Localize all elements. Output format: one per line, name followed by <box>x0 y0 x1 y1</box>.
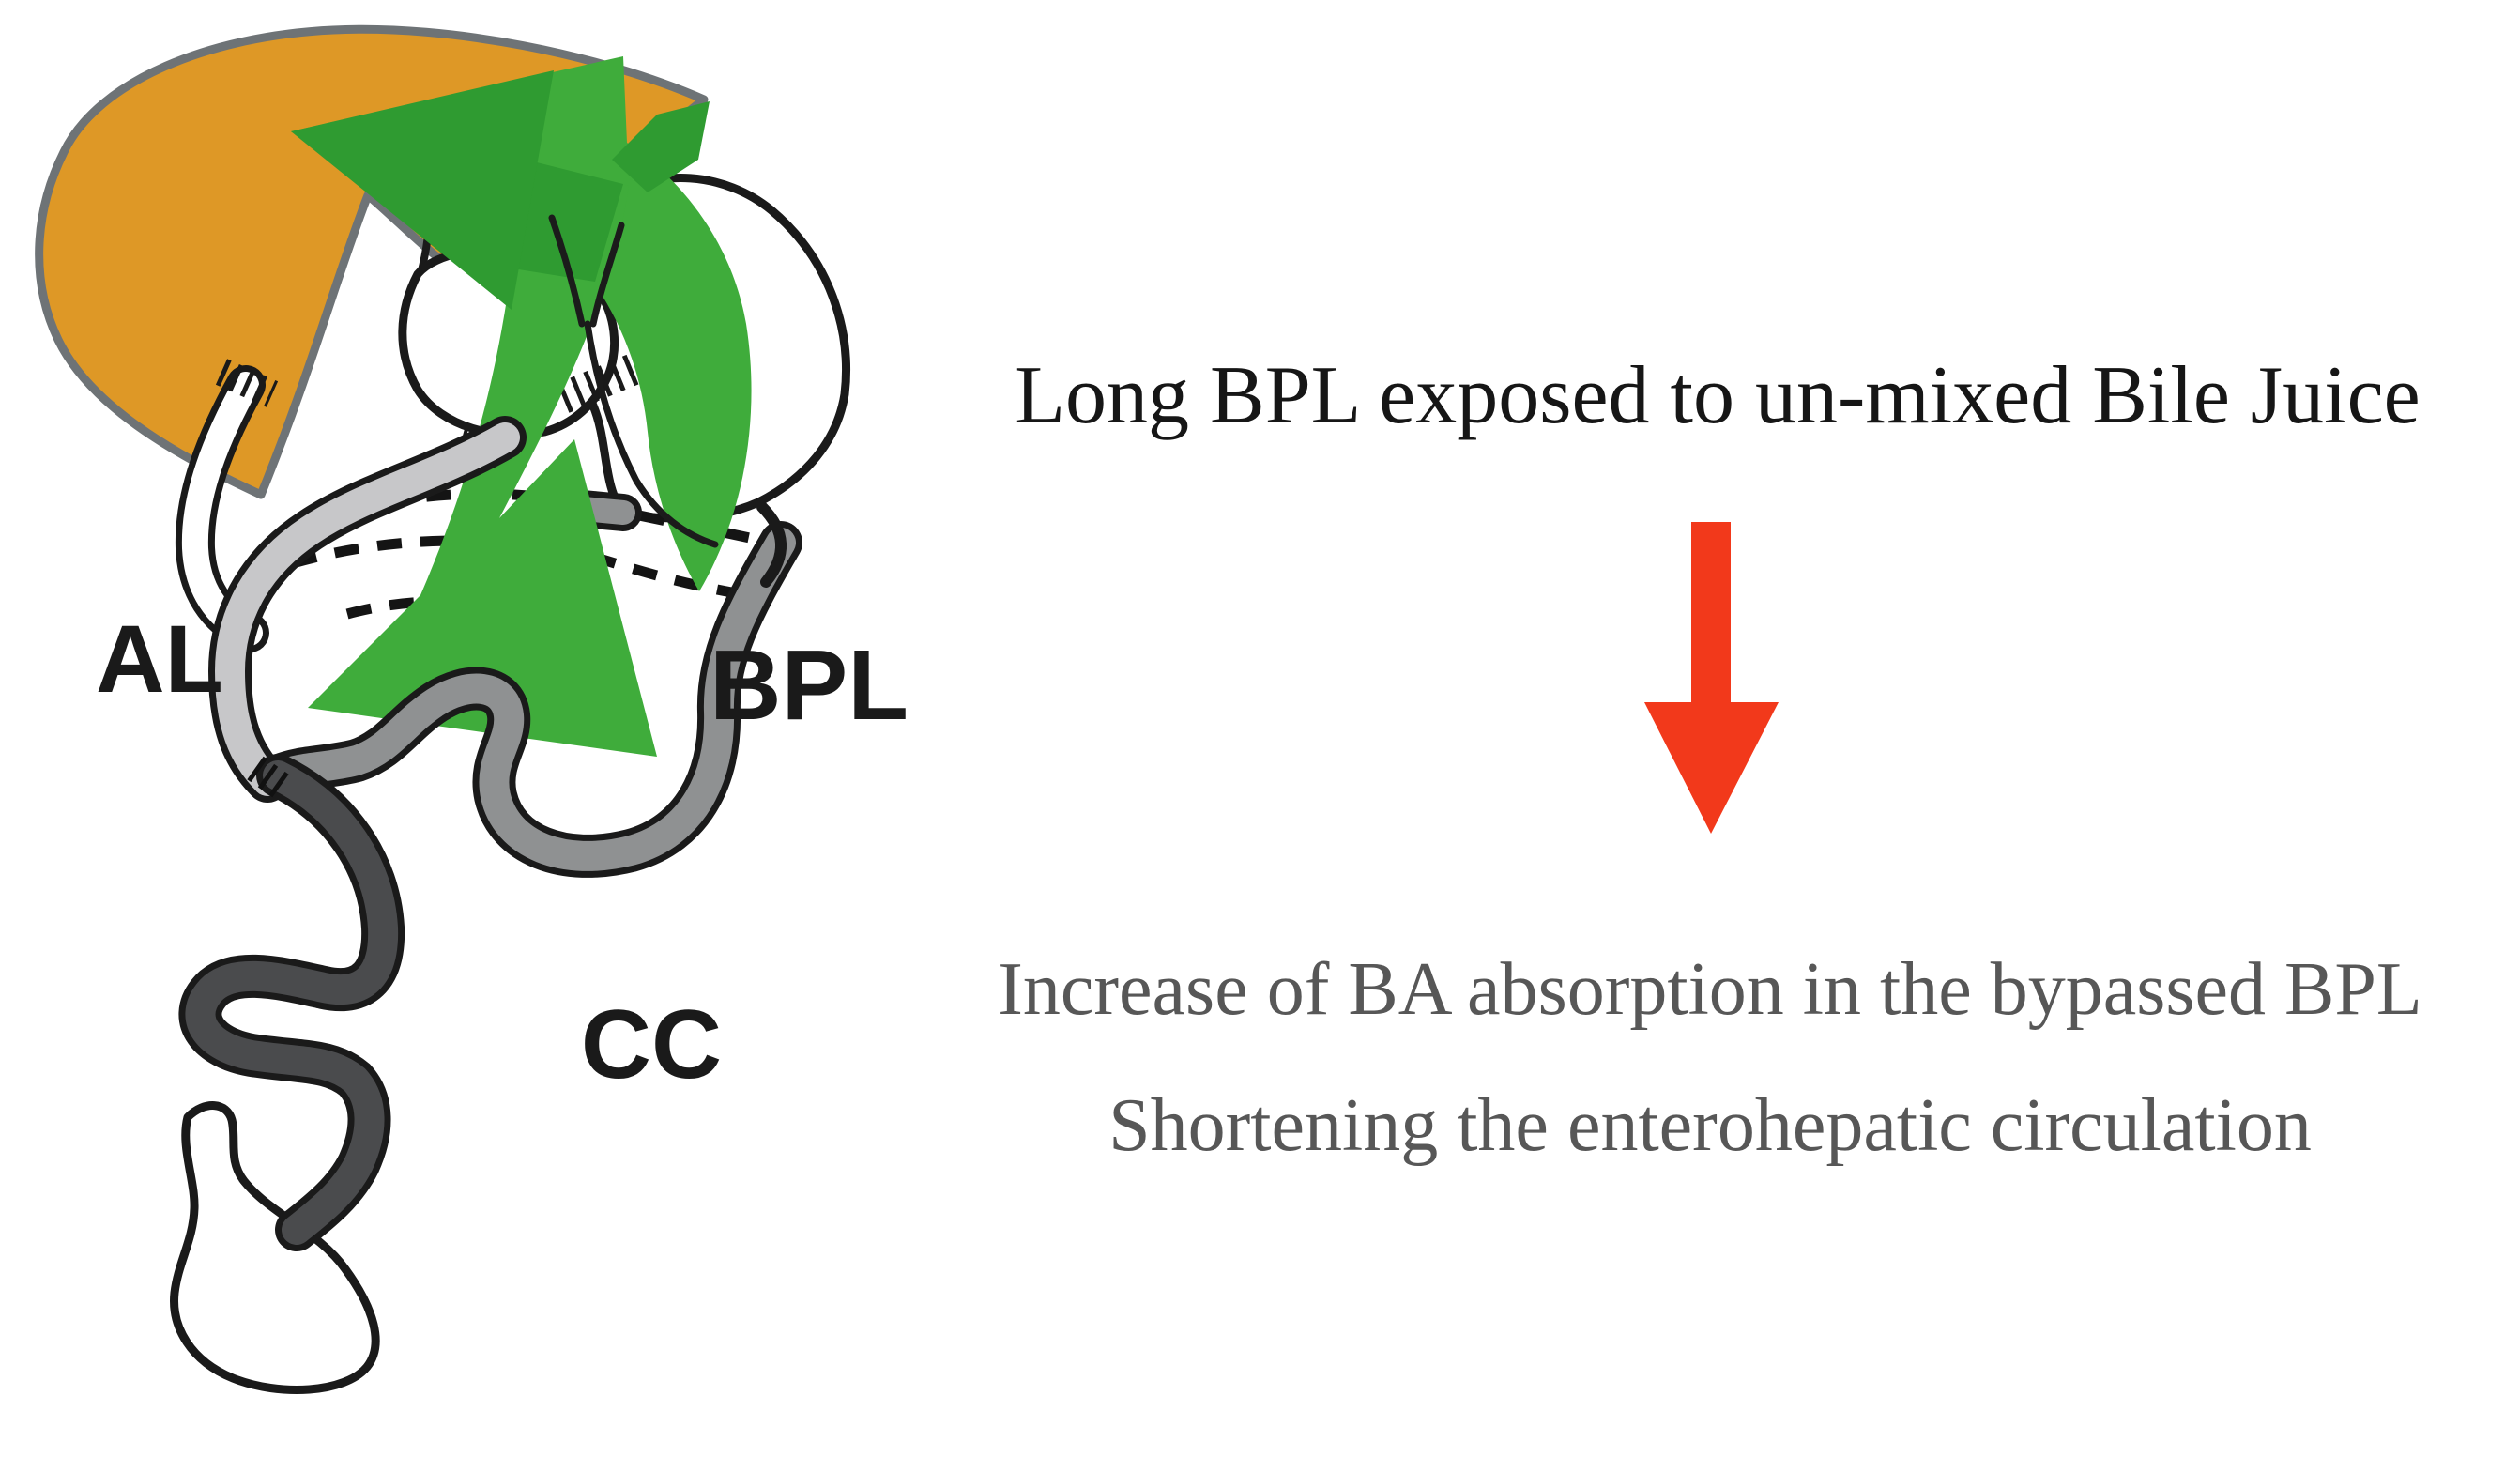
bpl-limb-core <box>265 528 796 871</box>
label-cc: CC <box>581 990 722 1099</box>
red-down-arrow-shaft <box>1691 522 1731 704</box>
label-al: AL <box>96 606 223 713</box>
duodenal-stump-suture-ticks <box>215 359 279 407</box>
shade-arc-band <box>612 101 710 192</box>
colon-shape <box>170 1101 380 1394</box>
label-bpl: BPL <box>710 630 909 741</box>
cc-limb-core <box>185 760 399 1245</box>
bile-duct-left-branch <box>548 214 586 328</box>
al-limb-core <box>214 422 520 796</box>
common-bile-duct <box>584 320 719 548</box>
annotation-panel: Long BPL exposed to un-mixed Bile Juice … <box>998 350 2422 1167</box>
anatomy-diagram: AL BPL CC <box>35 24 909 1394</box>
bile-duct-right-branch <box>589 222 625 328</box>
consequence-line-1: Increase of BA absorption in the bypasse… <box>998 948 2422 1031</box>
bpl-cut-flare <box>756 501 787 588</box>
bypassed-duodenum-dashed-lower <box>291 535 748 601</box>
red-down-arrow <box>1644 522 1779 834</box>
consequence-line-2: Shortening the enterohepatic circulation <box>1108 1084 2312 1167</box>
shade-arc-head <box>291 70 554 310</box>
red-down-arrow-head <box>1644 702 1779 834</box>
shade-shaft-top <box>507 158 623 282</box>
headline-text: Long BPL exposed to un-mixed Bile Juice <box>1015 350 2420 441</box>
arrow-liver-overlap-shading <box>291 70 710 310</box>
